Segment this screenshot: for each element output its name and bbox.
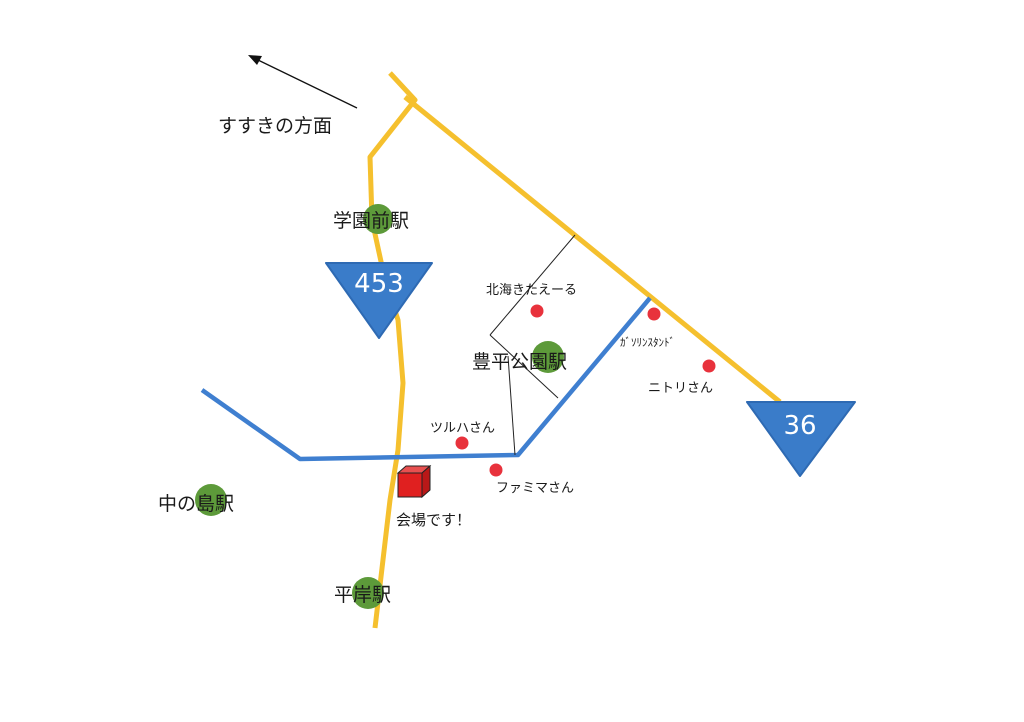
landmark-label-hokkai-kitaeru: 北海きたえーる: [486, 283, 578, 298]
station-marker-toyohira-koen: [532, 341, 564, 373]
arrow-head-icon: [248, 55, 262, 65]
station-label-hiragishi: 平岸駅: [334, 584, 392, 606]
route-36-number: 36: [783, 411, 817, 441]
route-453-sign: [325, 262, 433, 339]
landmark-dot-tsuruha: [455, 436, 469, 450]
landmark-label-familymart: ファミマさん: [496, 481, 575, 496]
station-marker-nakanoshima: [195, 484, 227, 516]
station-label-gakuenmae: 学園前駅: [333, 210, 410, 232]
landmark-label-nitori: ニトリさん: [648, 381, 714, 396]
landmark-dot-familymart: [489, 463, 503, 477]
route-36-sign: [746, 401, 856, 477]
station-label-toyohira-koen: 豊平公園駅: [472, 351, 568, 373]
direction-arrow: [257, 59, 358, 109]
landmark-dot-gas-station: [647, 307, 661, 321]
landmark-label-gas-station: ｶﾞｿﾘﾝｽﾀﾝﾄﾞ: [620, 336, 675, 349]
route-453-number: 453: [354, 269, 404, 299]
landmark-dot-nitori: [702, 359, 716, 373]
landmark-label-tsuruha: ツルハさん: [430, 421, 496, 436]
landmark-dot-hokkai-kitaeru: [530, 304, 544, 318]
venue-icon: [396, 464, 432, 499]
blue-road: [200, 296, 652, 462]
yellow-road-36: [403, 95, 782, 404]
venue-label: 会場です！: [396, 511, 472, 529]
park-boundary: [489, 234, 576, 456]
yellow-road-453: [367, 71, 418, 629]
station-label-nakanoshima: 中の島駅: [158, 493, 235, 515]
station-marker-hiragishi: [352, 577, 384, 609]
direction-label: すすきの方面: [218, 115, 333, 137]
station-marker-gakuenmae: [363, 204, 393, 234]
